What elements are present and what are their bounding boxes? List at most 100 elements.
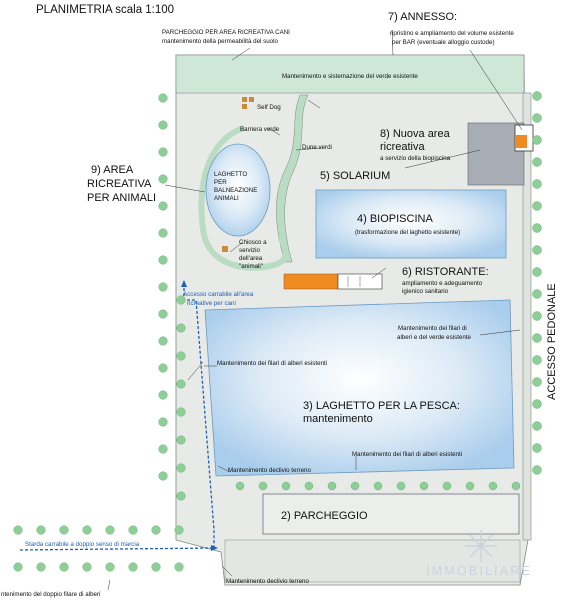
green-strip-north [175,54,525,94]
label-parcheggio: 2) PARCHEGGIO [281,510,368,522]
tree [442,481,452,491]
tree [158,471,168,481]
label-chiosco: servizio [239,247,261,254]
biopiscina-pool [315,189,507,259]
label-solarium: 5) SOLARIUM [320,170,390,182]
label-chiosco: dell'area [239,255,263,262]
tree [158,255,168,265]
tree [176,407,186,417]
tree [174,525,184,535]
svg-text:IMMOBILIARE: IMMOBILIARE [426,564,532,578]
label-nuova-area-desc: a servizio della biopiscina [380,155,451,162]
tree [128,525,138,535]
tree [532,179,542,189]
tree [36,562,46,572]
label-verde-esistente: Mantenimento e sistemazione del verde es… [282,73,418,80]
label-laghetto-balneazione: LAGHETTO [214,171,247,178]
tree [511,481,521,491]
label-declivio: Mantenimento declivio terreno [228,467,311,474]
tree [174,562,184,572]
label-laghetto-balneazione: BALNEAZIONE [214,187,257,194]
tree [158,147,168,157]
tree [176,351,186,361]
tree [105,562,115,572]
pedestrian-access-strip [522,92,532,541]
label-self-dog: Self Dog [257,104,281,111]
self-dog-marker [242,97,247,102]
vehicle-road [19,547,215,551]
label-chiosco: "animali" [239,263,263,270]
self-dog-marker [242,104,247,109]
tree [151,562,161,572]
animal-bathing-pond [205,143,271,237]
label-filari-alberi-2: Mantenimento dei filari di alberi esiste… [352,451,462,458]
tree [176,379,186,389]
tree [532,421,542,431]
label-nuova-area: 8) Nuova area [380,128,451,140]
restaurant-building [283,273,339,290]
label-strada: Starda carrabile a doppio senso di marci… [25,541,140,548]
tree [13,562,23,572]
tree [82,562,92,572]
tree [396,481,406,491]
tree [532,201,542,211]
tree [373,481,383,491]
tree [82,525,92,535]
label-biopiscina: 4) BIOPISCINA [357,213,433,225]
label-accesso-pedonale: ACCESSO PEDONALE [546,283,558,400]
tree [304,481,314,491]
label-chiosco: Chiosco a [239,239,267,246]
tree [532,289,542,299]
tree [158,363,168,373]
tree [281,481,291,491]
tree [532,223,542,233]
tree [176,491,186,501]
tree [532,333,542,343]
label-accesso-carrabile: Accesso carrabile all'area [183,291,254,298]
label-laghetto-balneazione: PER [214,179,227,186]
tree [158,309,168,319]
tree [327,481,337,491]
label-annesso: 7) ANNESSO: [388,11,457,23]
label-barriera-verde: Barriera verde [240,126,280,133]
green-barrier [198,125,289,271]
tree [158,336,168,346]
tree [176,323,186,333]
label-parcheggio-cani: PARCHEGGIO PER AREA RICREATIVA CANI [162,29,290,36]
label-filari-verde: alberi e del verde esistente [397,334,472,341]
label-laghetto-pesca: 3) LAGHETTO PER LA PESCA: [303,400,460,412]
tree [258,481,268,491]
tree [176,463,186,473]
tree [158,120,168,130]
tree [128,562,138,572]
tree [158,444,168,454]
plan-title: PLANIMETRIA scala 1:100 [36,4,174,16]
label-laghetto-balneazione: ANIMALI [214,195,239,202]
label-area-ricreativa: RICREATIVA [87,178,152,190]
vehicle-access-path [183,283,215,548]
tree [532,267,542,277]
parking-area [262,493,520,535]
tree [176,295,186,305]
tree [158,93,168,103]
tree [532,377,542,387]
tree [532,135,542,145]
label-biopiscina-desc: (trasformazione del laghetto esistente) [355,229,460,236]
tree [419,481,429,491]
annex-bar [515,135,527,148]
tree [488,481,498,491]
label-ristorante-desc: igienico sanitario [402,288,449,295]
tree [158,417,168,427]
label-filari-alberi: Mantenimento dei filari di alberi esiste… [217,360,327,367]
label-parcheggio-cani-desc: mantenimento della permeabilità del suol… [162,38,278,45]
tree-rows [13,91,542,572]
tree [105,525,115,535]
label-annesso-desc: per BAR (eventuale alloggio custode) [392,39,495,46]
label-doppio-filare: ntenimento del doppio filare di alberi [1,591,100,598]
tree [532,311,542,321]
tree [158,201,168,211]
tree [235,481,245,491]
kiosk-marker [222,246,228,252]
tree [158,228,168,238]
